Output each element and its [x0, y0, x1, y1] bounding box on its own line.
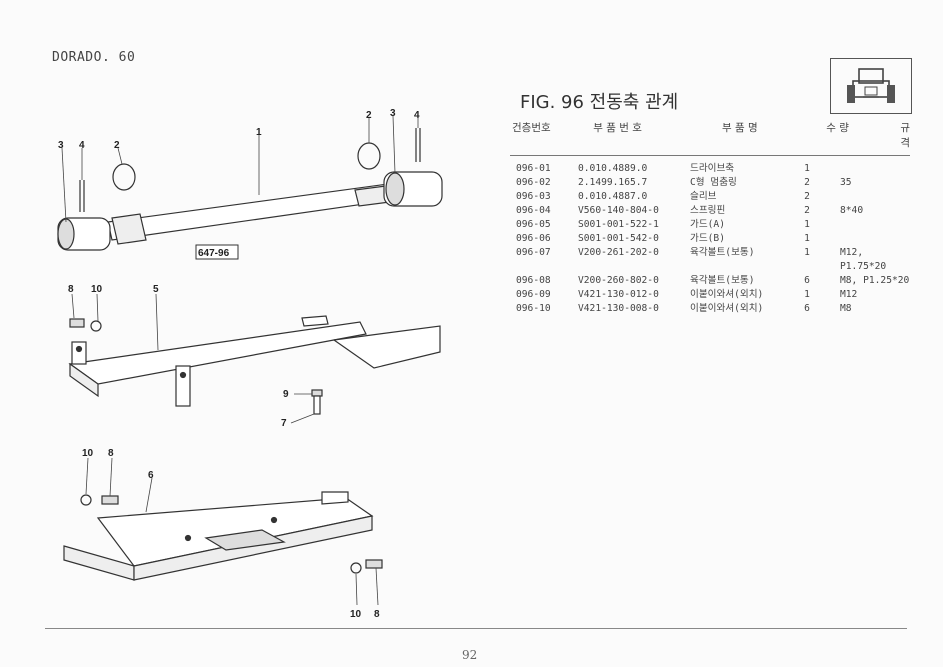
callout-sleeve-left: 3 [58, 140, 64, 151]
callout-bolt-m12: 7 [281, 418, 287, 429]
cell-part-name: 슬리브 [690, 191, 717, 202]
cell-part-no: V421-130-008-0 [578, 303, 659, 314]
guard-b [63, 491, 383, 581]
cell-spec: 35 [840, 177, 852, 188]
cell-ref-no: 096-10 [516, 303, 551, 314]
callout-washer-mid: 10 [82, 448, 94, 459]
header-spec: 규 격 [900, 122, 910, 149]
cell-part-no: V421-130-012-0 [578, 289, 659, 300]
cell-ref-no: 096-09 [516, 289, 551, 300]
cell-part-name: 스프링핀 [690, 205, 726, 216]
cell-quantity: 1 [804, 247, 810, 258]
cell-quantity: 1 [804, 289, 810, 300]
cell-ref-no: 096-02 [516, 177, 551, 188]
page-number: 92 [462, 648, 478, 662]
cell-ref-no: 096-07 [516, 247, 551, 258]
tractor-front-icon [830, 58, 912, 114]
callout-guard-a: 5 [153, 284, 159, 295]
cell-quantity: 6 [804, 303, 810, 314]
cell-quantity: 2 [804, 191, 810, 202]
parts-row: 096-09 V421-130-012-0 이붙이와셔(외치) 1 M12 [510, 288, 910, 302]
callout-pin-right: 4 [414, 110, 420, 121]
guard-a [68, 315, 441, 415]
callout-sleeve-right: 3 [390, 108, 396, 119]
cell-part-no: S001-001-542-0 [578, 233, 659, 244]
cell-part-name: 이붙이와셔(외치) [690, 289, 764, 300]
cell-part-no: 0.010.4887.0 [578, 191, 648, 202]
cell-quantity: 1 [804, 219, 810, 230]
cell-spec: M8, P1.25*20 [840, 275, 910, 286]
callout-washer-m12: 9 [283, 389, 289, 400]
reference-code-box [195, 244, 239, 260]
drive-shaft-leaders [61, 115, 419, 223]
cell-part-no: V560-140-804-0 [578, 205, 659, 216]
guard-leaders [71, 293, 379, 606]
cell-quantity: 1 [804, 233, 810, 244]
callout-washer-bottom: 10 [350, 609, 362, 620]
cell-part-name: 육각볼트(보통) [690, 275, 755, 286]
parts-row: 096-03 0.010.4887.0 슬리브 2 [510, 190, 910, 204]
header-quantity: 수 량 [826, 122, 849, 134]
cell-part-no: 0.010.4889.0 [578, 163, 648, 174]
cell-part-no: 2.1499.165.7 [578, 177, 648, 188]
parts-row: 096-07 V200-261-202-0 육각볼트(보통) 1 M12, P1.75*… [510, 246, 910, 274]
cell-part-name: 육각볼트(보통) [690, 247, 755, 258]
callout-pin-left: 4 [79, 140, 85, 151]
cell-part-no: V200-260-802-0 [578, 275, 659, 286]
cell-ref-no: 096-03 [516, 191, 551, 202]
parts-row: 096-06 S001-001-542-0 가드(B) 1 [510, 232, 910, 246]
cell-part-name: 이붙이와셔(외치) [690, 303, 764, 314]
parts-row: 096-08 V200-260-802-0 육각볼트(보통) 6 M8, P1.25*2… [510, 274, 910, 288]
parts-row: 096-02 2.1499.165.7 C형 멈춤링 2 35 [510, 176, 910, 190]
cell-spec: M12, P1.75*20 [840, 247, 887, 272]
parts-table-body: 096-01 0.010.4889.0 드라이브축 1 096-02 2.1499.165… [510, 156, 910, 316]
parts-table: 건층번호 부 품 번 호 부 품 명 수 량 규 격 096-01 0.010.4… [510, 120, 910, 316]
cell-part-no: S001-001-522-1 [578, 219, 659, 230]
cell-quantity: 2 [804, 205, 810, 216]
cell-quantity: 1 [804, 163, 810, 174]
footer-divider [45, 628, 907, 629]
callout-bolt-top: 8 [68, 284, 74, 295]
cell-spec: M12 [840, 289, 858, 300]
cell-ref-no: 096-01 [516, 163, 551, 174]
cell-part-name: C형 멈춤링 [690, 177, 737, 188]
header-ref-no: 건층번호 [512, 122, 551, 134]
cell-part-name: 가드(B) [690, 233, 725, 244]
parts-row: 096-05 S001-001-522-1 가드(A) 1 [510, 218, 910, 232]
cell-quantity: 6 [804, 275, 810, 286]
parts-row: 096-04 V560-140-804-0 스프링핀 2 8*40 [510, 204, 910, 218]
callout-washer-top: 10 [91, 284, 103, 295]
cell-ref-no: 096-05 [516, 219, 551, 230]
callout-bolt-mid: 8 [108, 448, 114, 459]
callout-guard-b: 6 [148, 470, 154, 481]
parts-row: 096-10 V421-130-008-0 이붙이와셔(외치) 6 M8 [510, 302, 910, 316]
callout-snap-ring-left: 2 [114, 140, 120, 151]
cell-part-name: 가드(A) [690, 219, 725, 230]
parts-row: 096-01 0.010.4889.0 드라이브축 1 [510, 162, 910, 176]
parts-table-header: 건층번호 부 품 번 호 부 품 명 수 량 규 격 [510, 120, 910, 156]
cell-quantity: 2 [804, 177, 810, 188]
cell-spec: 8*40 [840, 205, 864, 216]
drive-shaft-assembly [57, 128, 443, 251]
figure-title: FIG. 96 전동축 관계 [520, 92, 679, 113]
callout-bolt-bottom: 8 [374, 609, 380, 620]
model-name: DORADO. 60 [52, 50, 136, 65]
callout-snap-ring-right: 2 [366, 110, 372, 121]
cell-spec: M8 [840, 303, 852, 314]
cell-ref-no: 096-04 [516, 205, 551, 216]
header-part-no: 부 품 번 호 [593, 122, 642, 134]
callout-shaft: 1 [256, 127, 262, 138]
reference-code: 647-96 [198, 248, 230, 259]
cell-part-name: 드라이브축 [690, 163, 735, 174]
cell-ref-no: 096-06 [516, 233, 551, 244]
cell-ref-no: 096-08 [516, 275, 551, 286]
cell-part-no: V200-261-202-0 [578, 247, 659, 258]
header-part-name: 부 품 명 [722, 122, 758, 134]
